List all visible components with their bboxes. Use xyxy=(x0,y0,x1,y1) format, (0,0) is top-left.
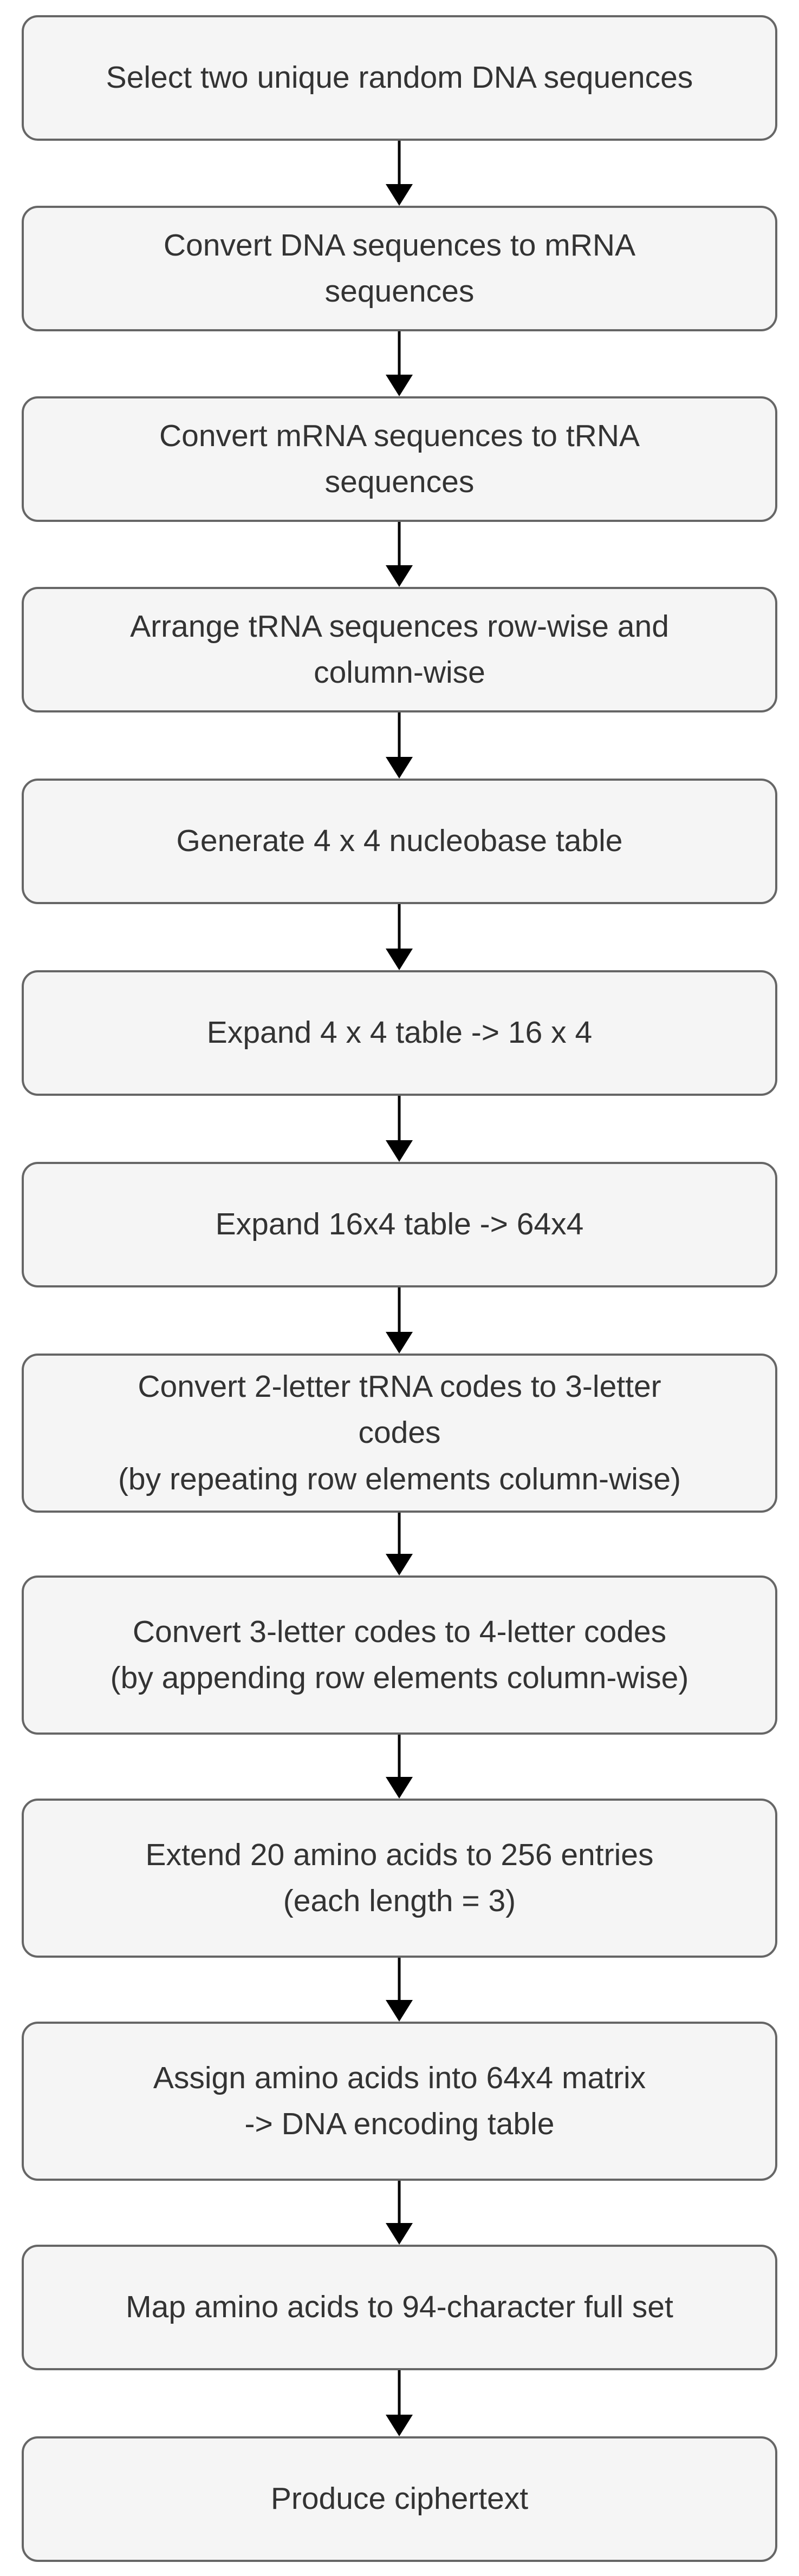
step-box-8: Convert 2-letter tRNA codes to 3-letter … xyxy=(22,1354,777,1513)
arrow-12-13 xyxy=(386,2370,413,2436)
step-box-7: Expand 16x4 table -> 64x4 xyxy=(22,1162,777,1287)
step-label: Produce ciphertext xyxy=(270,2481,529,2516)
arrow-3-4 xyxy=(386,522,413,587)
arrow-6-7 xyxy=(386,1096,413,1162)
step-label: Map amino acids to 94-character full set xyxy=(126,2290,673,2325)
arrow-9-10 xyxy=(386,1735,413,1799)
arrow-1-2 xyxy=(386,141,413,206)
step-label: Expand 16x4 table -> 64x4 xyxy=(215,1207,584,1242)
arrow-10-11 xyxy=(386,1958,413,2022)
step-label: Arrange tRNA sequences row-wise and colu… xyxy=(130,609,669,690)
step-box-1: Select two unique random DNA sequences xyxy=(22,15,777,141)
step-box-13: Produce ciphertext xyxy=(22,2436,777,2562)
step-box-6: Expand 4 x 4 table -> 16 x 4 xyxy=(22,970,777,1096)
step-label: Convert mRNA sequences to tRNA sequences xyxy=(159,418,640,500)
step-box-3: Convert mRNA sequences to tRNA sequences xyxy=(22,396,777,522)
step-box-10: Extend 20 amino acids to 256 entries (ea… xyxy=(22,1799,777,1958)
arrow-11-12 xyxy=(386,2181,413,2245)
arrow-5-6 xyxy=(386,904,413,970)
step-label: Assign amino acids into 64x4 matrix -> D… xyxy=(153,2060,646,2142)
arrow-7-8 xyxy=(386,1287,413,1354)
step-box-5: Generate 4 x 4 nucleobase table xyxy=(22,779,777,904)
step-box-9: Convert 3-letter codes to 4-letter codes… xyxy=(22,1575,777,1735)
step-box-2: Convert DNA sequences to mRNA sequences xyxy=(22,206,777,331)
step-box-11: Assign amino acids into 64x4 matrix -> D… xyxy=(22,2022,777,2181)
step-box-4: Arrange tRNA sequences row-wise and colu… xyxy=(22,587,777,712)
step-box-12: Map amino acids to 94-character full set xyxy=(22,2245,777,2370)
step-label: Convert DNA sequences to mRNA sequences xyxy=(163,227,636,309)
arrow-2-3 xyxy=(386,331,413,396)
arrow-8-9 xyxy=(386,1513,413,1575)
step-label: Select two unique random DNA sequences xyxy=(106,60,693,95)
step-label: Convert 3-letter codes to 4-letter codes… xyxy=(110,1614,689,1696)
step-label: Convert 2-letter tRNA codes to 3-letter … xyxy=(118,1369,681,1496)
step-label: Expand 4 x 4 table -> 16 x 4 xyxy=(206,1015,593,1050)
step-label: Generate 4 x 4 nucleobase table xyxy=(176,823,623,859)
step-label: Extend 20 amino acids to 256 entries (ea… xyxy=(145,1837,654,1919)
arrow-4-5 xyxy=(386,712,413,779)
